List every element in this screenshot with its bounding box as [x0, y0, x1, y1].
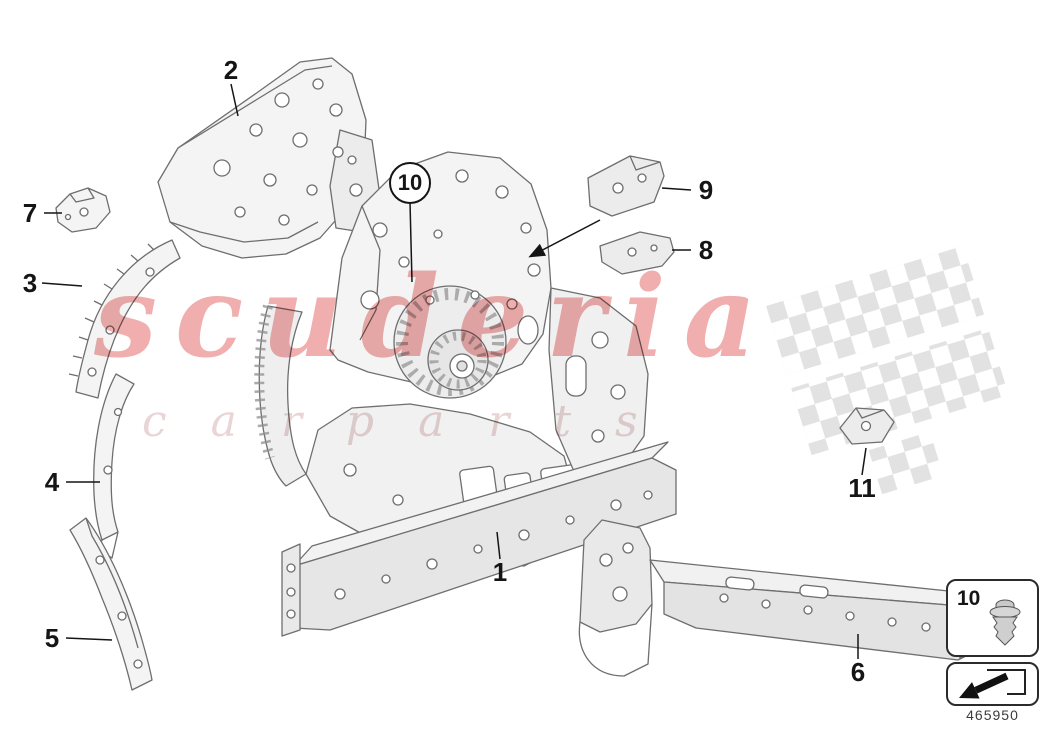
callout-6[interactable]: 6	[850, 657, 866, 687]
leader-line-11	[861, 447, 867, 476]
callout-11[interactable]: 11	[848, 473, 876, 503]
callout-leader-lines	[41, 83, 867, 659]
leader-line-3	[41, 282, 83, 287]
leader-arrow-98	[528, 219, 601, 258]
leader-line-1	[496, 531, 501, 560]
wheelhouse-assembly	[254, 151, 649, 567]
callout-5[interactable]: 5	[44, 623, 60, 653]
leader-line-2	[230, 83, 239, 117]
parts-drawing	[55, 57, 993, 691]
leader-line-9	[661, 187, 692, 191]
arrow-lower-left-icon	[958, 669, 1026, 699]
part-4-support-strip	[93, 373, 135, 559]
checkered-flag-watermark	[766, 245, 1009, 495]
part-5-support-strip	[69, 517, 153, 691]
part-6-engine-support-rail	[578, 519, 993, 677]
part-2-wheelhouse-section	[157, 57, 381, 259]
callout-2[interactable]: 2	[223, 55, 239, 85]
leader-line-10	[409, 201, 413, 283]
legend-fastener-ref: 10	[957, 587, 981, 610]
callout-7[interactable]: 7	[22, 198, 38, 228]
part-9-bracket	[587, 155, 665, 217]
callout-1[interactable]: 1	[492, 557, 508, 587]
leader-line-5	[65, 637, 113, 641]
part-1-engine-support	[281, 441, 677, 637]
callout-3[interactable]: 3	[22, 268, 38, 298]
part-3-arch-strip	[68, 239, 181, 399]
legend-direction-box	[946, 662, 1039, 706]
push-rivet-icon	[989, 599, 1021, 646]
part-7-bracket	[55, 187, 111, 233]
part-number: 465950	[966, 707, 1019, 723]
legend-fastener-box: 10	[946, 579, 1039, 657]
callout-9[interactable]: 9	[698, 175, 714, 205]
part-11-bracket	[839, 407, 895, 445]
callout-8[interactable]: 8	[698, 235, 714, 265]
callout-4[interactable]: 4	[44, 467, 60, 497]
callout-10-circled[interactable]: 10	[389, 162, 431, 204]
part-8-bracket	[599, 231, 675, 275]
